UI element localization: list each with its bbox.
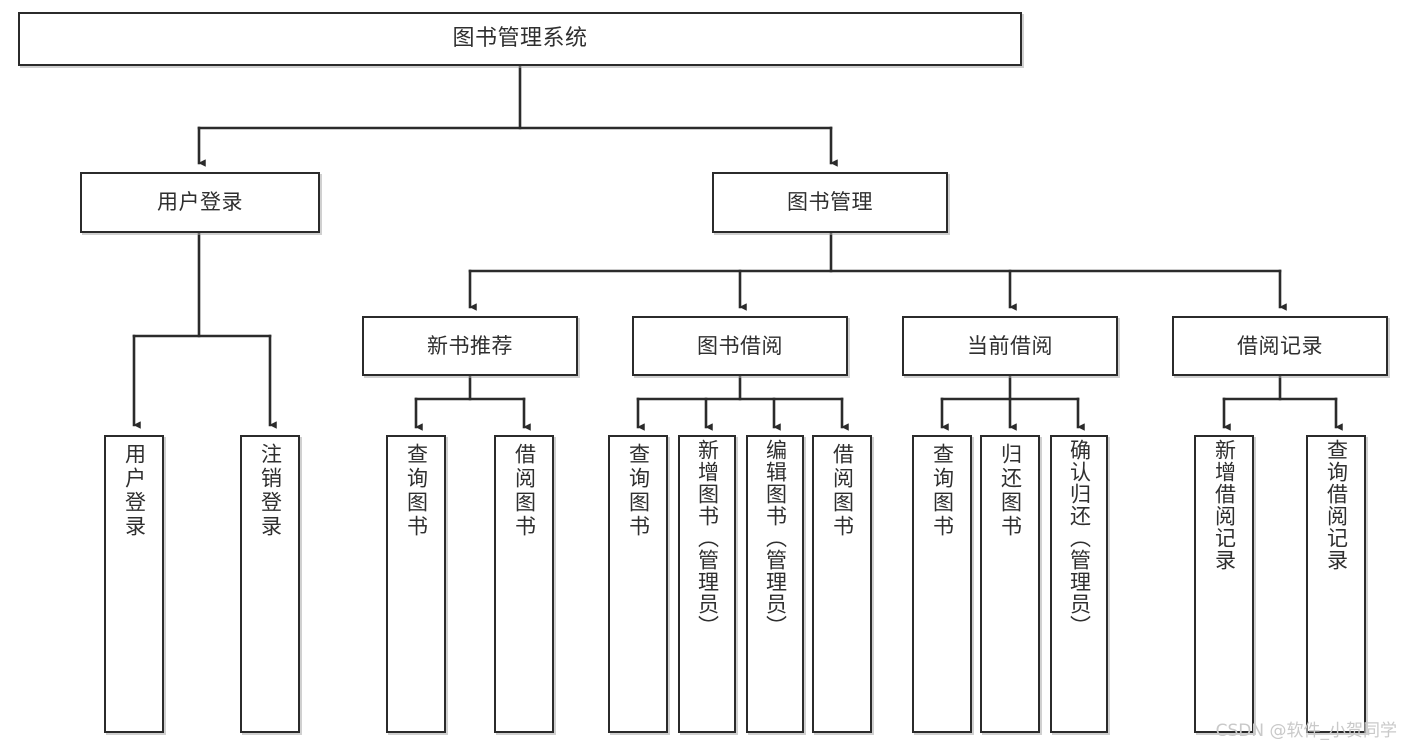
node-borrow-record-label: 借阅记录 bbox=[1237, 333, 1323, 358]
leaf-query-book-2[interactable]: 查询图书 bbox=[608, 435, 668, 733]
leaf-user-logout-label: 注销登录 bbox=[258, 443, 283, 539]
node-book-borrow-label: 图书借阅 bbox=[697, 333, 783, 358]
leaf-query-book-2-label: 查询图书 bbox=[626, 443, 651, 539]
leaf-query-book-1[interactable]: 查询图书 bbox=[386, 435, 446, 733]
node-new-book-recommend[interactable]: 新书推荐 bbox=[362, 316, 578, 376]
leaf-user-login[interactable]: 用户登录 bbox=[104, 435, 164, 733]
node-borrow-record[interactable]: 借阅记录 bbox=[1172, 316, 1388, 376]
leaf-user-login-label: 用户登录 bbox=[122, 443, 147, 539]
leaf-return-book-label: 归还图书 bbox=[998, 443, 1023, 539]
leaf-edit-book-label: 编辑图书（管理员） bbox=[763, 439, 788, 637]
csdn-watermark: CSDN @软件_小贺同学 bbox=[1215, 721, 1397, 741]
leaf-confirm-return-label: 确认归还（管理员） bbox=[1067, 439, 1092, 637]
node-book-manage[interactable]: 图书管理 bbox=[712, 172, 948, 233]
node-root[interactable]: 图书管理系统 bbox=[18, 12, 1022, 66]
leaf-add-record[interactable]: 新增借阅记录 bbox=[1194, 435, 1254, 733]
node-book-borrow[interactable]: 图书借阅 bbox=[632, 316, 848, 376]
leaf-query-book-3-label: 查询图书 bbox=[930, 443, 955, 539]
node-root-label: 图书管理系统 bbox=[452, 26, 588, 52]
leaf-borrow-book-1[interactable]: 借阅图书 bbox=[494, 435, 554, 733]
leaf-query-book-1-label: 查询图书 bbox=[404, 443, 429, 539]
leaf-return-book[interactable]: 归还图书 bbox=[980, 435, 1040, 733]
leaf-query-record-label: 查询借阅记录 bbox=[1324, 439, 1349, 571]
node-book-manage-label: 图书管理 bbox=[787, 190, 873, 215]
node-user-login[interactable]: 用户登录 bbox=[80, 172, 320, 233]
leaf-borrow-book-1-label: 借阅图书 bbox=[512, 443, 537, 539]
leaf-add-record-label: 新增借阅记录 bbox=[1212, 439, 1237, 571]
node-new-book-recommend-label: 新书推荐 bbox=[427, 333, 513, 358]
leaf-confirm-return[interactable]: 确认归还（管理员） bbox=[1050, 435, 1108, 733]
leaf-borrow-book-2[interactable]: 借阅图书 bbox=[812, 435, 872, 733]
leaf-query-record[interactable]: 查询借阅记录 bbox=[1306, 435, 1366, 733]
leaf-query-book-3[interactable]: 查询图书 bbox=[912, 435, 972, 733]
leaf-add-book[interactable]: 新增图书（管理员） bbox=[678, 435, 736, 733]
node-current-borrow-label: 当前借阅 bbox=[967, 333, 1053, 358]
leaf-user-logout[interactable]: 注销登录 bbox=[240, 435, 300, 733]
leaf-borrow-book-2-label: 借阅图书 bbox=[830, 443, 855, 539]
leaf-add-book-label: 新增图书（管理员） bbox=[695, 439, 720, 637]
node-user-login-label: 用户登录 bbox=[157, 190, 243, 215]
node-current-borrow[interactable]: 当前借阅 bbox=[902, 316, 1118, 376]
leaf-edit-book[interactable]: 编辑图书（管理员） bbox=[746, 435, 804, 733]
